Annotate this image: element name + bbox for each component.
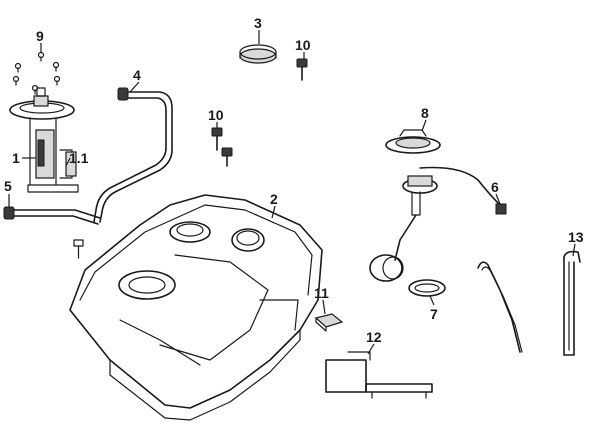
fuel-hose-4 [93, 87, 173, 223]
vent-tube-13 [563, 250, 581, 356]
callout-11: 11 [314, 285, 329, 301]
fuel-hose-5 [3, 206, 101, 225]
callout-13: 13 [568, 229, 584, 245]
flange-8 [385, 129, 441, 154]
bolt-10-middle [211, 127, 233, 167]
callout-3: 3 [254, 15, 262, 31]
callout-labels: 9 3 10 4 10 8 1 1.1 2 6 5 13 7 11 12 [4, 15, 584, 345]
callout-7: 7 [430, 306, 438, 322]
callout-5: 5 [4, 178, 12, 194]
callout-12: 12 [366, 329, 382, 345]
bolt-group-9 [12, 51, 61, 95]
callout-8: 8 [421, 105, 429, 121]
breather-tube [477, 261, 523, 353]
callout-4: 4 [133, 67, 141, 83]
grommet-3 [239, 44, 277, 64]
fuel-level-sender-6 [369, 166, 507, 282]
leader-lines [8, 30, 576, 355]
callout-6: 6 [491, 179, 499, 195]
callout-2: 2 [270, 191, 278, 207]
fuel-pump-assembly-1 [9, 87, 79, 193]
callout-1-1: 1.1 [69, 150, 89, 166]
loose-bolt [73, 239, 84, 259]
gasket-7 [408, 279, 446, 297]
clip-11 [314, 313, 344, 332]
bolt-10-top [296, 58, 308, 81]
callout-1: 1 [12, 150, 20, 166]
callout-10-middle: 10 [208, 107, 224, 123]
callout-10-top: 10 [295, 37, 311, 53]
bracket-12 [325, 351, 433, 399]
callout-9: 9 [36, 28, 44, 44]
fuel-tank-2 [69, 194, 323, 421]
